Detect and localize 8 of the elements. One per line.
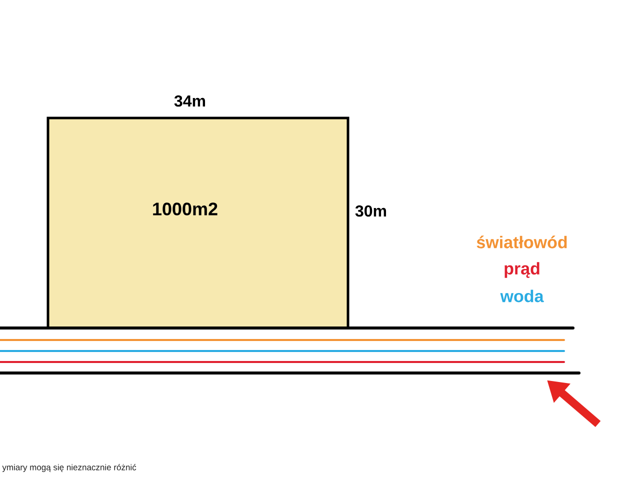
dimension-label: 30m xyxy=(355,205,386,217)
footnote: ymiary mogą się nieznacznie różnić xyxy=(2,464,136,472)
dimension-label: 34m xyxy=(174,95,206,107)
plot-rectangle: 1000m2 xyxy=(46,116,350,330)
utility-label: prąd xyxy=(504,262,540,278)
utility-label: woda xyxy=(500,290,544,302)
utility-label: światłowód xyxy=(476,236,567,248)
road-lines xyxy=(0,326,580,374)
